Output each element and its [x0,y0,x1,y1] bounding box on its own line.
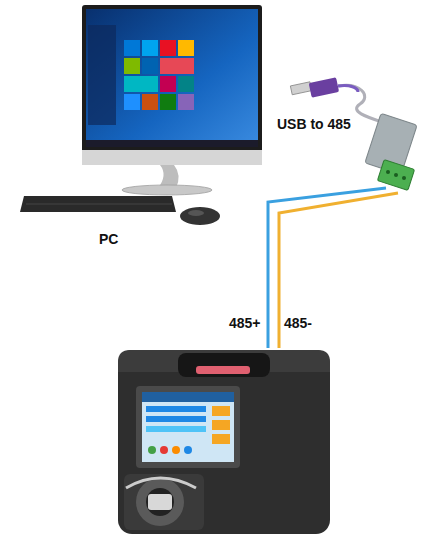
keyboard [20,196,176,212]
text-label: PC [99,232,118,247]
pc-monitor [82,5,262,195]
text-label: 485+ [229,316,261,331]
mouse [180,207,220,225]
usb-converter [290,77,417,190]
text-label: 485- [284,316,312,331]
text-label: USB to 485 [277,117,351,132]
peristaltic-pump [118,350,330,534]
wire-485-minus [279,193,398,348]
